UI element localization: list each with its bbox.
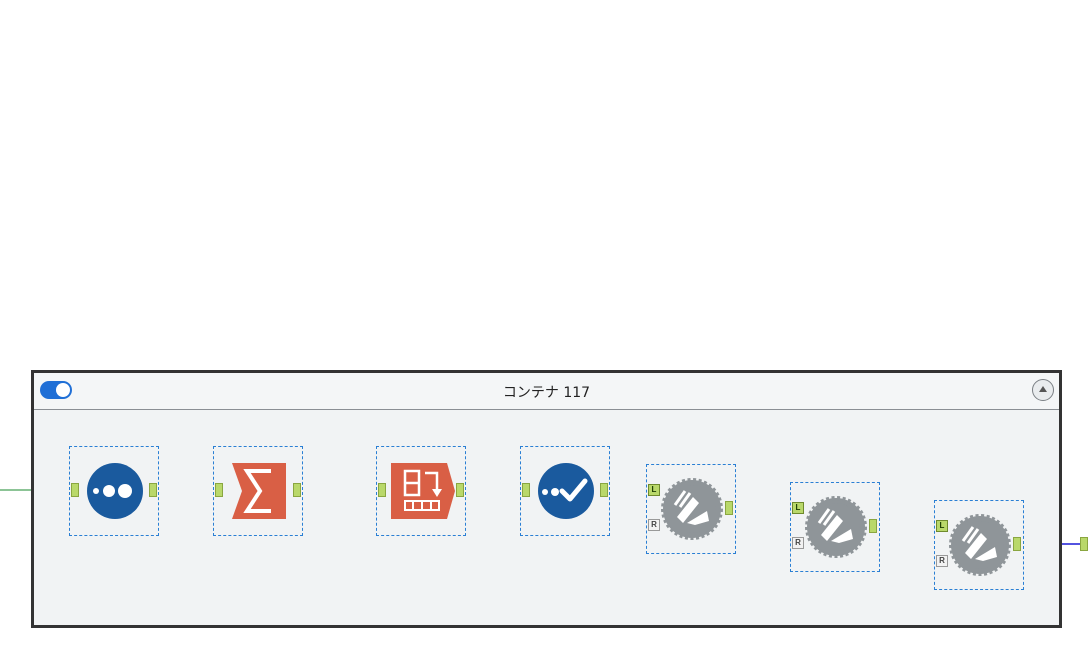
container-header[interactable]: コンテナ 117 — [34, 373, 1059, 410]
container-title: コンテナ 117 — [502, 385, 591, 401]
toggle-knob — [56, 383, 70, 397]
right-input-anchor[interactable]: R — [792, 537, 804, 549]
input-anchor[interactable] — [378, 483, 386, 497]
output-anchor[interactable] — [1013, 537, 1021, 551]
left-input-anchor[interactable]: L — [648, 484, 660, 496]
output-anchor[interactable] — [725, 501, 733, 515]
output-anchor[interactable] — [600, 483, 608, 497]
tool-macro-1[interactable] — [646, 464, 736, 554]
right-input-anchor[interactable]: R — [648, 519, 660, 531]
collapse-icon[interactable] — [1032, 379, 1054, 401]
container-enable-toggle[interactable] — [40, 381, 72, 399]
right-input-anchor[interactable]: R — [936, 555, 948, 567]
input-anchor[interactable] — [215, 483, 223, 497]
input-anchor[interactable] — [522, 483, 530, 497]
tool-sample[interactable] — [69, 446, 159, 536]
macro-icon — [805, 496, 867, 558]
transpose-icon — [391, 463, 455, 519]
tool-select-records[interactable] — [520, 446, 610, 536]
tool-container[interactable]: コンテナ 117 — [31, 370, 1062, 628]
output-anchor[interactable] — [293, 483, 301, 497]
macro-icon — [661, 478, 723, 540]
select-records-icon — [538, 463, 594, 519]
output-anchor[interactable] — [149, 483, 157, 497]
tool-summarize[interactable] — [213, 446, 303, 536]
input-anchor[interactable] — [71, 483, 79, 497]
left-input-anchor[interactable]: L — [936, 520, 948, 532]
tool-transpose[interactable] — [376, 446, 466, 536]
summarize-sigma-icon — [232, 463, 286, 519]
left-input-anchor[interactable]: L — [792, 502, 804, 514]
sample-icon — [87, 463, 143, 519]
external-input-anchor[interactable] — [1080, 537, 1088, 551]
macro-icon — [949, 514, 1011, 576]
tool-macro-3[interactable] — [934, 500, 1024, 590]
output-anchor[interactable] — [456, 483, 464, 497]
output-anchor[interactable] — [869, 519, 877, 533]
tool-macro-2[interactable] — [790, 482, 880, 572]
